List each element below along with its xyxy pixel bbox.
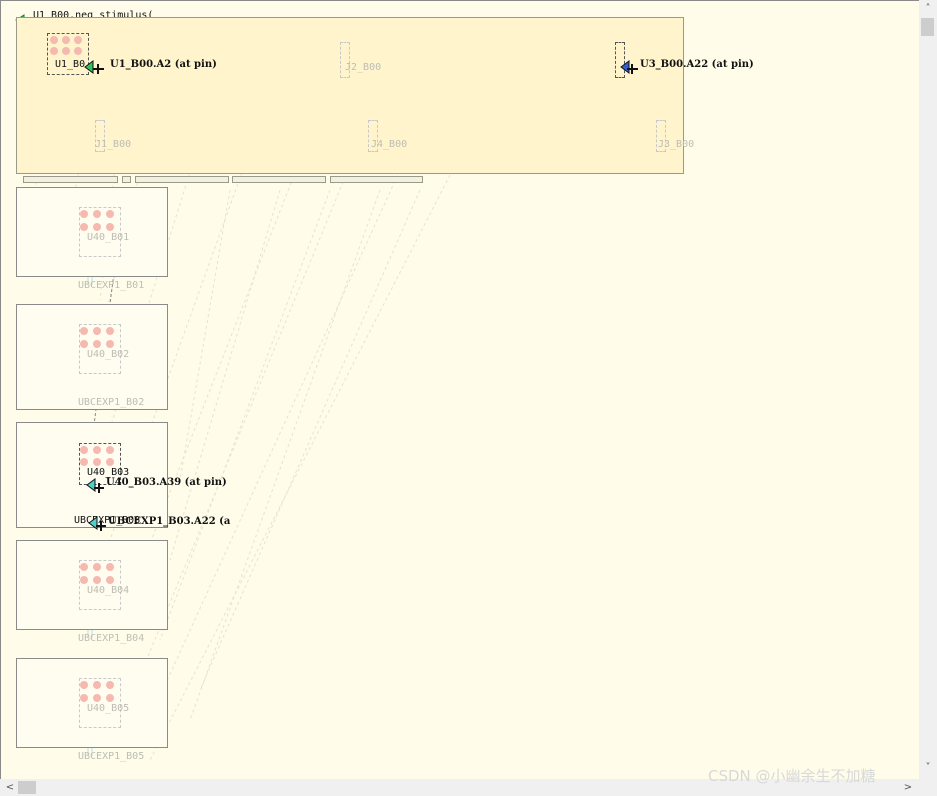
board-b05-connector-label: UBCEXP1_B05 bbox=[78, 751, 145, 762]
board-b02[interactable] bbox=[16, 304, 168, 410]
scroll-up-icon[interactable]: ˄ bbox=[925, 3, 931, 14]
board-b03-chip-label: U40_B03 bbox=[87, 467, 130, 478]
board-b05[interactable] bbox=[16, 658, 168, 748]
dest-connector-outline[interactable] bbox=[615, 42, 625, 78]
board-b01-connector-label: UBCEXP1_B01 bbox=[78, 280, 145, 291]
bus-bar bbox=[330, 176, 423, 183]
horizontal-scrollbar[interactable]: < > bbox=[0, 779, 919, 796]
board-b03-pin-label-u40: U40_B03.A39 (at pin) bbox=[106, 477, 227, 488]
bus-bar-toggle[interactable] bbox=[122, 176, 131, 183]
board-b03-pin-label-conn: UBCEXP1_B03.A22 (a bbox=[108, 516, 231, 527]
layout-canvas[interactable]: U1_B00.neg_stimulus( U1_B0 U1_B00.A2 (at… bbox=[0, 0, 919, 779]
watermark: CSDN @小幽余生不加糖 bbox=[708, 767, 876, 785]
board-b01[interactable] bbox=[16, 187, 168, 277]
bus-bar bbox=[23, 176, 118, 183]
board-b05-chip-label: U40_B05 bbox=[87, 703, 130, 714]
horizontal-scroll-thumb[interactable] bbox=[18, 781, 36, 794]
vertical-scroll-thumb[interactable] bbox=[921, 18, 934, 36]
board-b02-chip-label: U40_B02 bbox=[87, 349, 130, 360]
dest-pin-label: U3_B00.A22 (at pin) bbox=[640, 59, 754, 70]
main-chip-outline[interactable] bbox=[47, 33, 89, 75]
bus-bar bbox=[232, 176, 326, 183]
scrollbar-corner bbox=[919, 779, 937, 796]
ghost-label-j4: J4_B00 bbox=[371, 139, 408, 150]
board-b04-connector-label: UBCEXP1_B04 bbox=[78, 633, 145, 644]
board-b03[interactable] bbox=[16, 422, 168, 528]
bus-bar bbox=[135, 176, 229, 183]
board-b01-chip-label: U40_B01 bbox=[87, 232, 130, 243]
main-chip-label: U1_B0 bbox=[55, 59, 86, 70]
scroll-left-icon[interactable]: < bbox=[5, 782, 15, 793]
board-b04-chip-label: U40_B04 bbox=[87, 585, 130, 596]
net-name-label: U1_B00.neg_stimulus( bbox=[33, 10, 154, 21]
main-board[interactable] bbox=[16, 17, 684, 174]
board-b03-connector-label: UBCEXP1_B03 bbox=[74, 515, 141, 526]
vertical-scrollbar[interactable]: ˄ ˅ bbox=[919, 0, 937, 779]
scroll-right-icon[interactable]: > bbox=[903, 782, 913, 793]
source-pin-label: U1_B00.A2 (at pin) bbox=[110, 59, 217, 70]
ghost-label-j1: J1_B00 bbox=[95, 139, 132, 150]
scroll-down-icon[interactable]: ˅ bbox=[925, 762, 931, 773]
ghost-label-j3: J3_B00 bbox=[658, 139, 695, 150]
board-b02-connector-label: UBCEXP1_B02 bbox=[78, 397, 145, 408]
board-b04[interactable] bbox=[16, 540, 168, 630]
ghost-label-j2: J2_B00 bbox=[345, 62, 382, 73]
